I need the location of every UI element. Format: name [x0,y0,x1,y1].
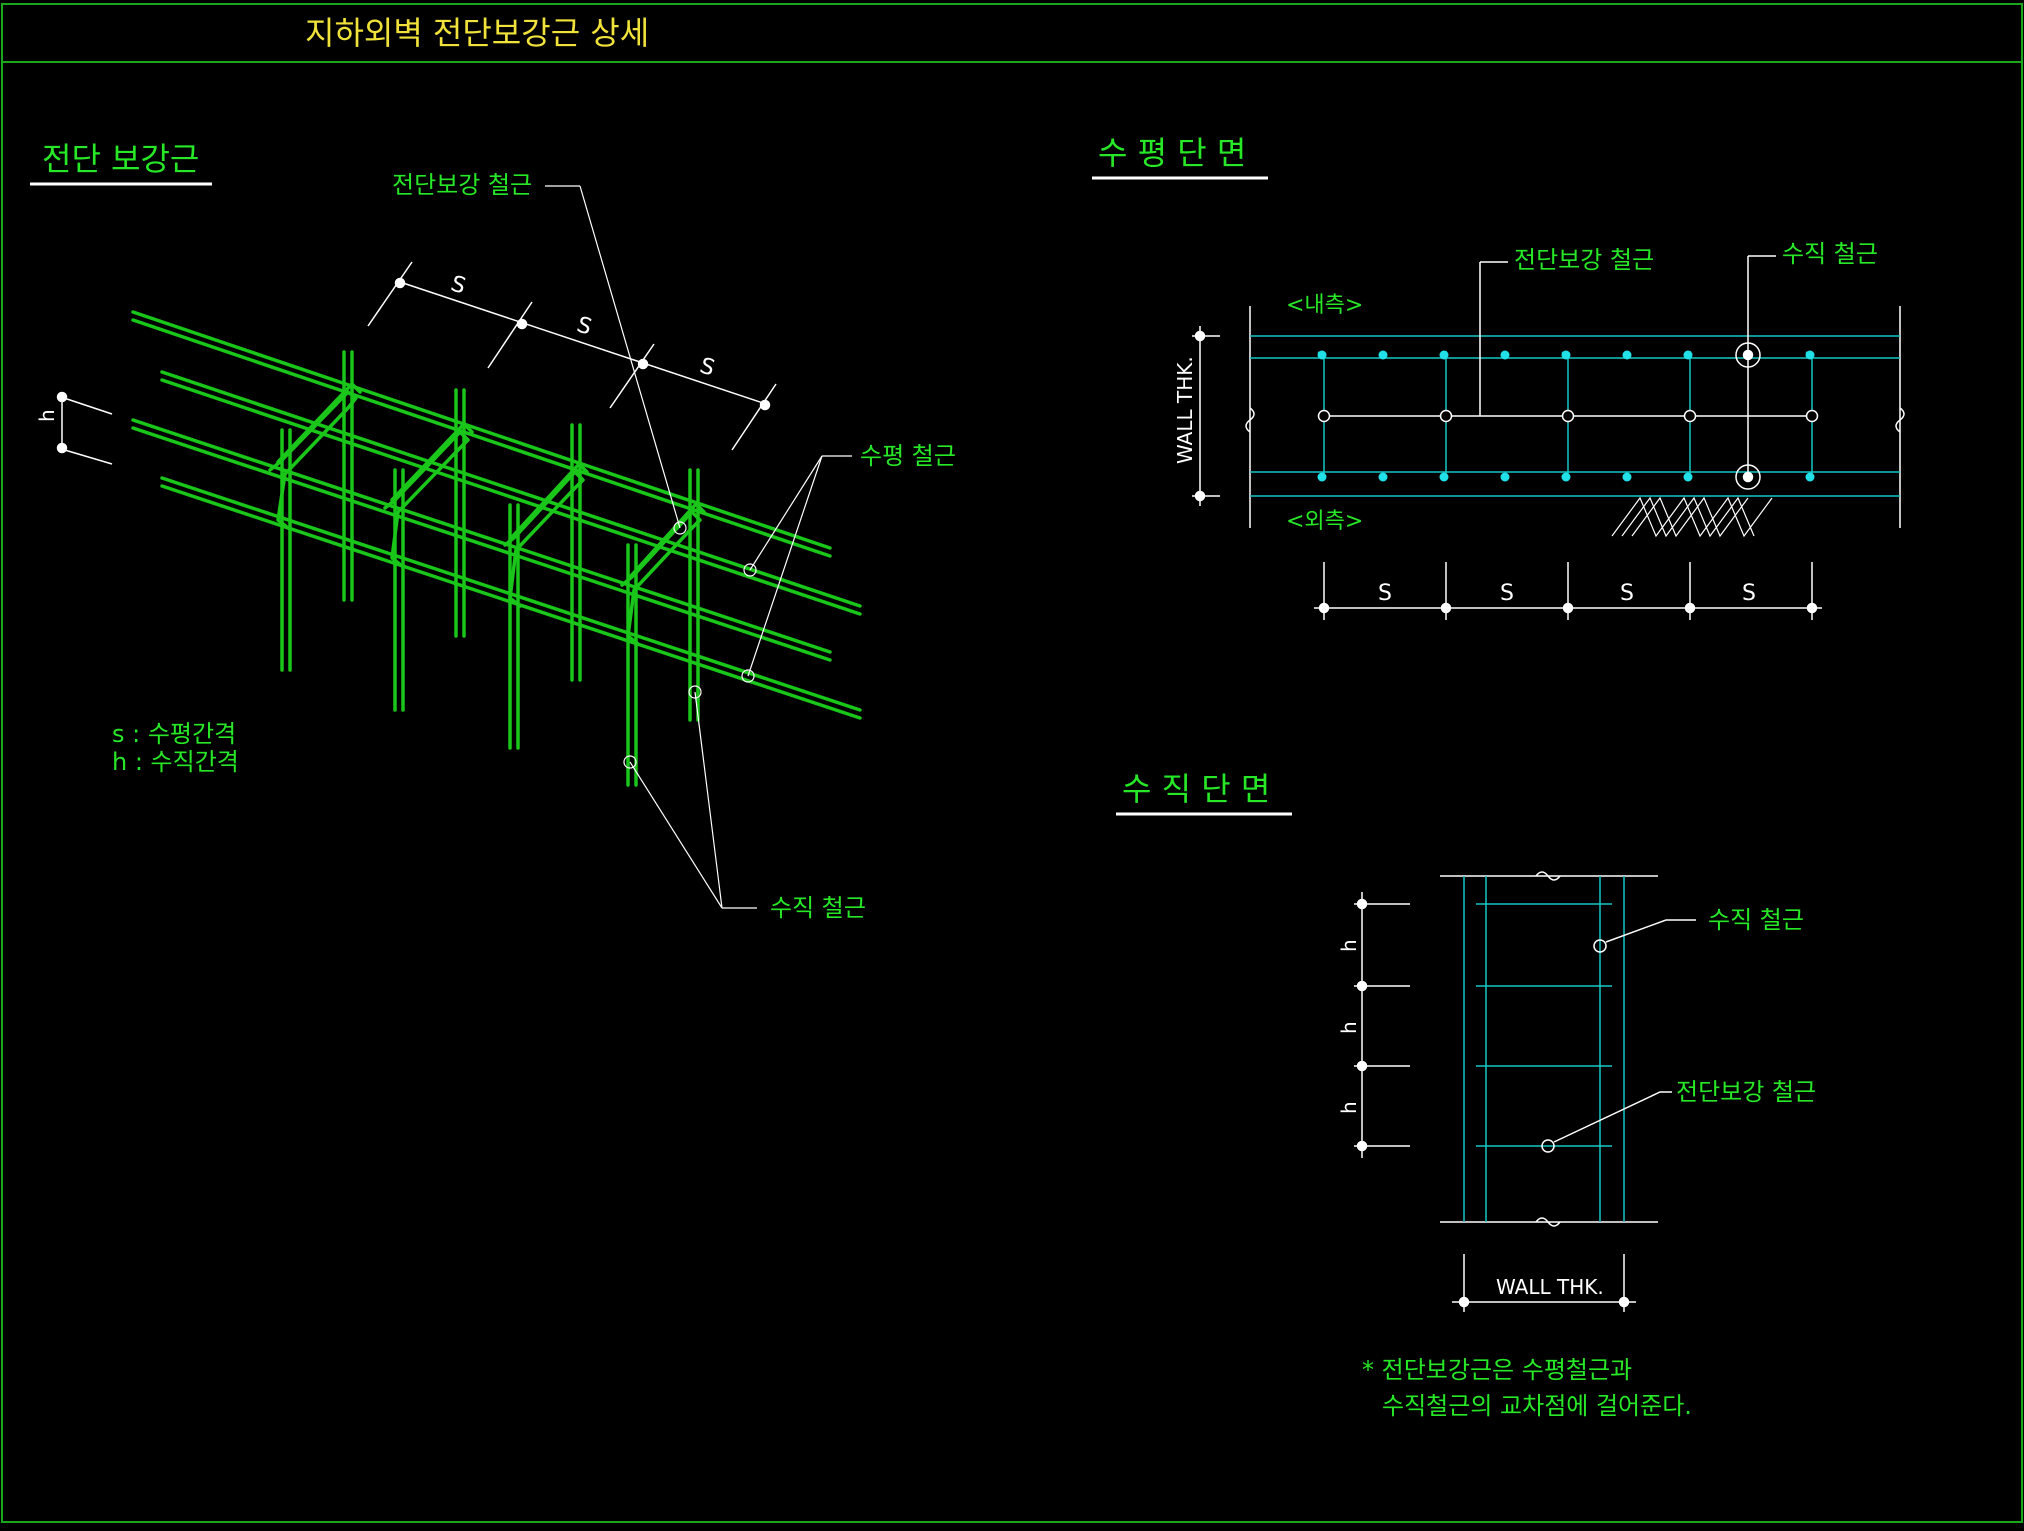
vsection-leaders [1541,919,1696,1153]
vsection-label-shear: 전단보강 철근 [1676,1078,1816,1106]
hsection-wall [1245,306,1905,538]
vsection-heading: 수 직 단 면 [1122,770,1270,808]
hsection-dim-wall-thk [1192,326,1220,506]
hsection-dim-s-label-4: S [1742,581,1756,606]
iso-heading: 전단 보강근 [42,140,199,178]
hsection-leaders [1479,255,1776,477]
vsection-wall [1440,871,1658,1227]
sheet-frame [1,3,2023,1523]
iso-legend-h: h : 수직간격 [112,748,239,776]
hsection-label-inner: <내측> [1286,293,1363,318]
hsection-dim-s [1314,562,1822,620]
vsection-dim-h-label-2: h [1337,1021,1361,1034]
iso-dim-h-label: h [35,409,59,422]
iso-dim-s [367,261,777,451]
iso-legend-s: s : 수평간격 [112,720,236,748]
vsection-dim-wall-thk [1452,1254,1636,1312]
hsection-heading: 수 평 단 면 [1098,134,1246,172]
vsection-dim-h [1354,892,1410,1158]
iso-label-vertical: 수직 철근 [770,894,866,922]
iso-label-horizontal: 수평 철근 [860,442,956,470]
note-line-1: * 전단보강근은 수평철근과 [1362,1356,1632,1384]
hsection-label-outer: <외측> [1286,509,1363,534]
vsection-wall-thk-label: WALL THK. [1496,1275,1604,1299]
note-line-2: 수직철근의 교차점에 걸어준다. [1382,1392,1692,1420]
hsection-label-shear: 전단보강 철근 [1514,246,1654,274]
iso-dim-h [56,391,113,465]
hsection-dim-s-label-3: S [1620,581,1634,606]
hsection-dim-s-label-2: S [1500,581,1514,606]
iso-leaders [545,185,852,909]
sheet-title: 지하외벽 전단보강근 상세 [305,14,649,52]
hsection-dim-s-label-1: S [1378,581,1392,606]
vsection-dim-h-label-1: h [1337,939,1361,952]
iso-label-shear: 전단보강 철근 [392,171,532,199]
vsection-dim-h-label-3: h [1337,1101,1361,1114]
vsection-label-vertical: 수직 철근 [1708,906,1804,934]
hsection-wall-thk-label: WALL THK. [1173,356,1197,464]
hsection-label-vertical: 수직 철근 [1782,240,1878,268]
iso-shear-links [268,382,706,646]
